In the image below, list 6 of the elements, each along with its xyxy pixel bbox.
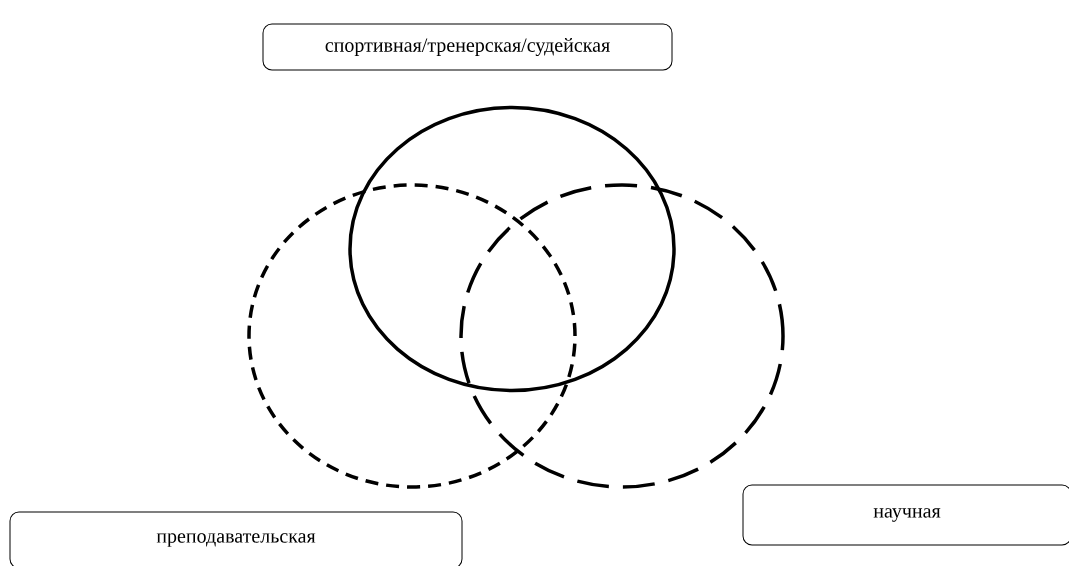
ellipse-outline — [348, 105, 676, 393]
label-box: спортивная/тренерская/судейская — [262, 23, 673, 71]
label-box: научная — [742, 484, 1069, 546]
label-box: преподавательская — [9, 511, 463, 566]
ellipse-outline — [247, 183, 577, 489]
ellipse-outline — [459, 183, 785, 489]
